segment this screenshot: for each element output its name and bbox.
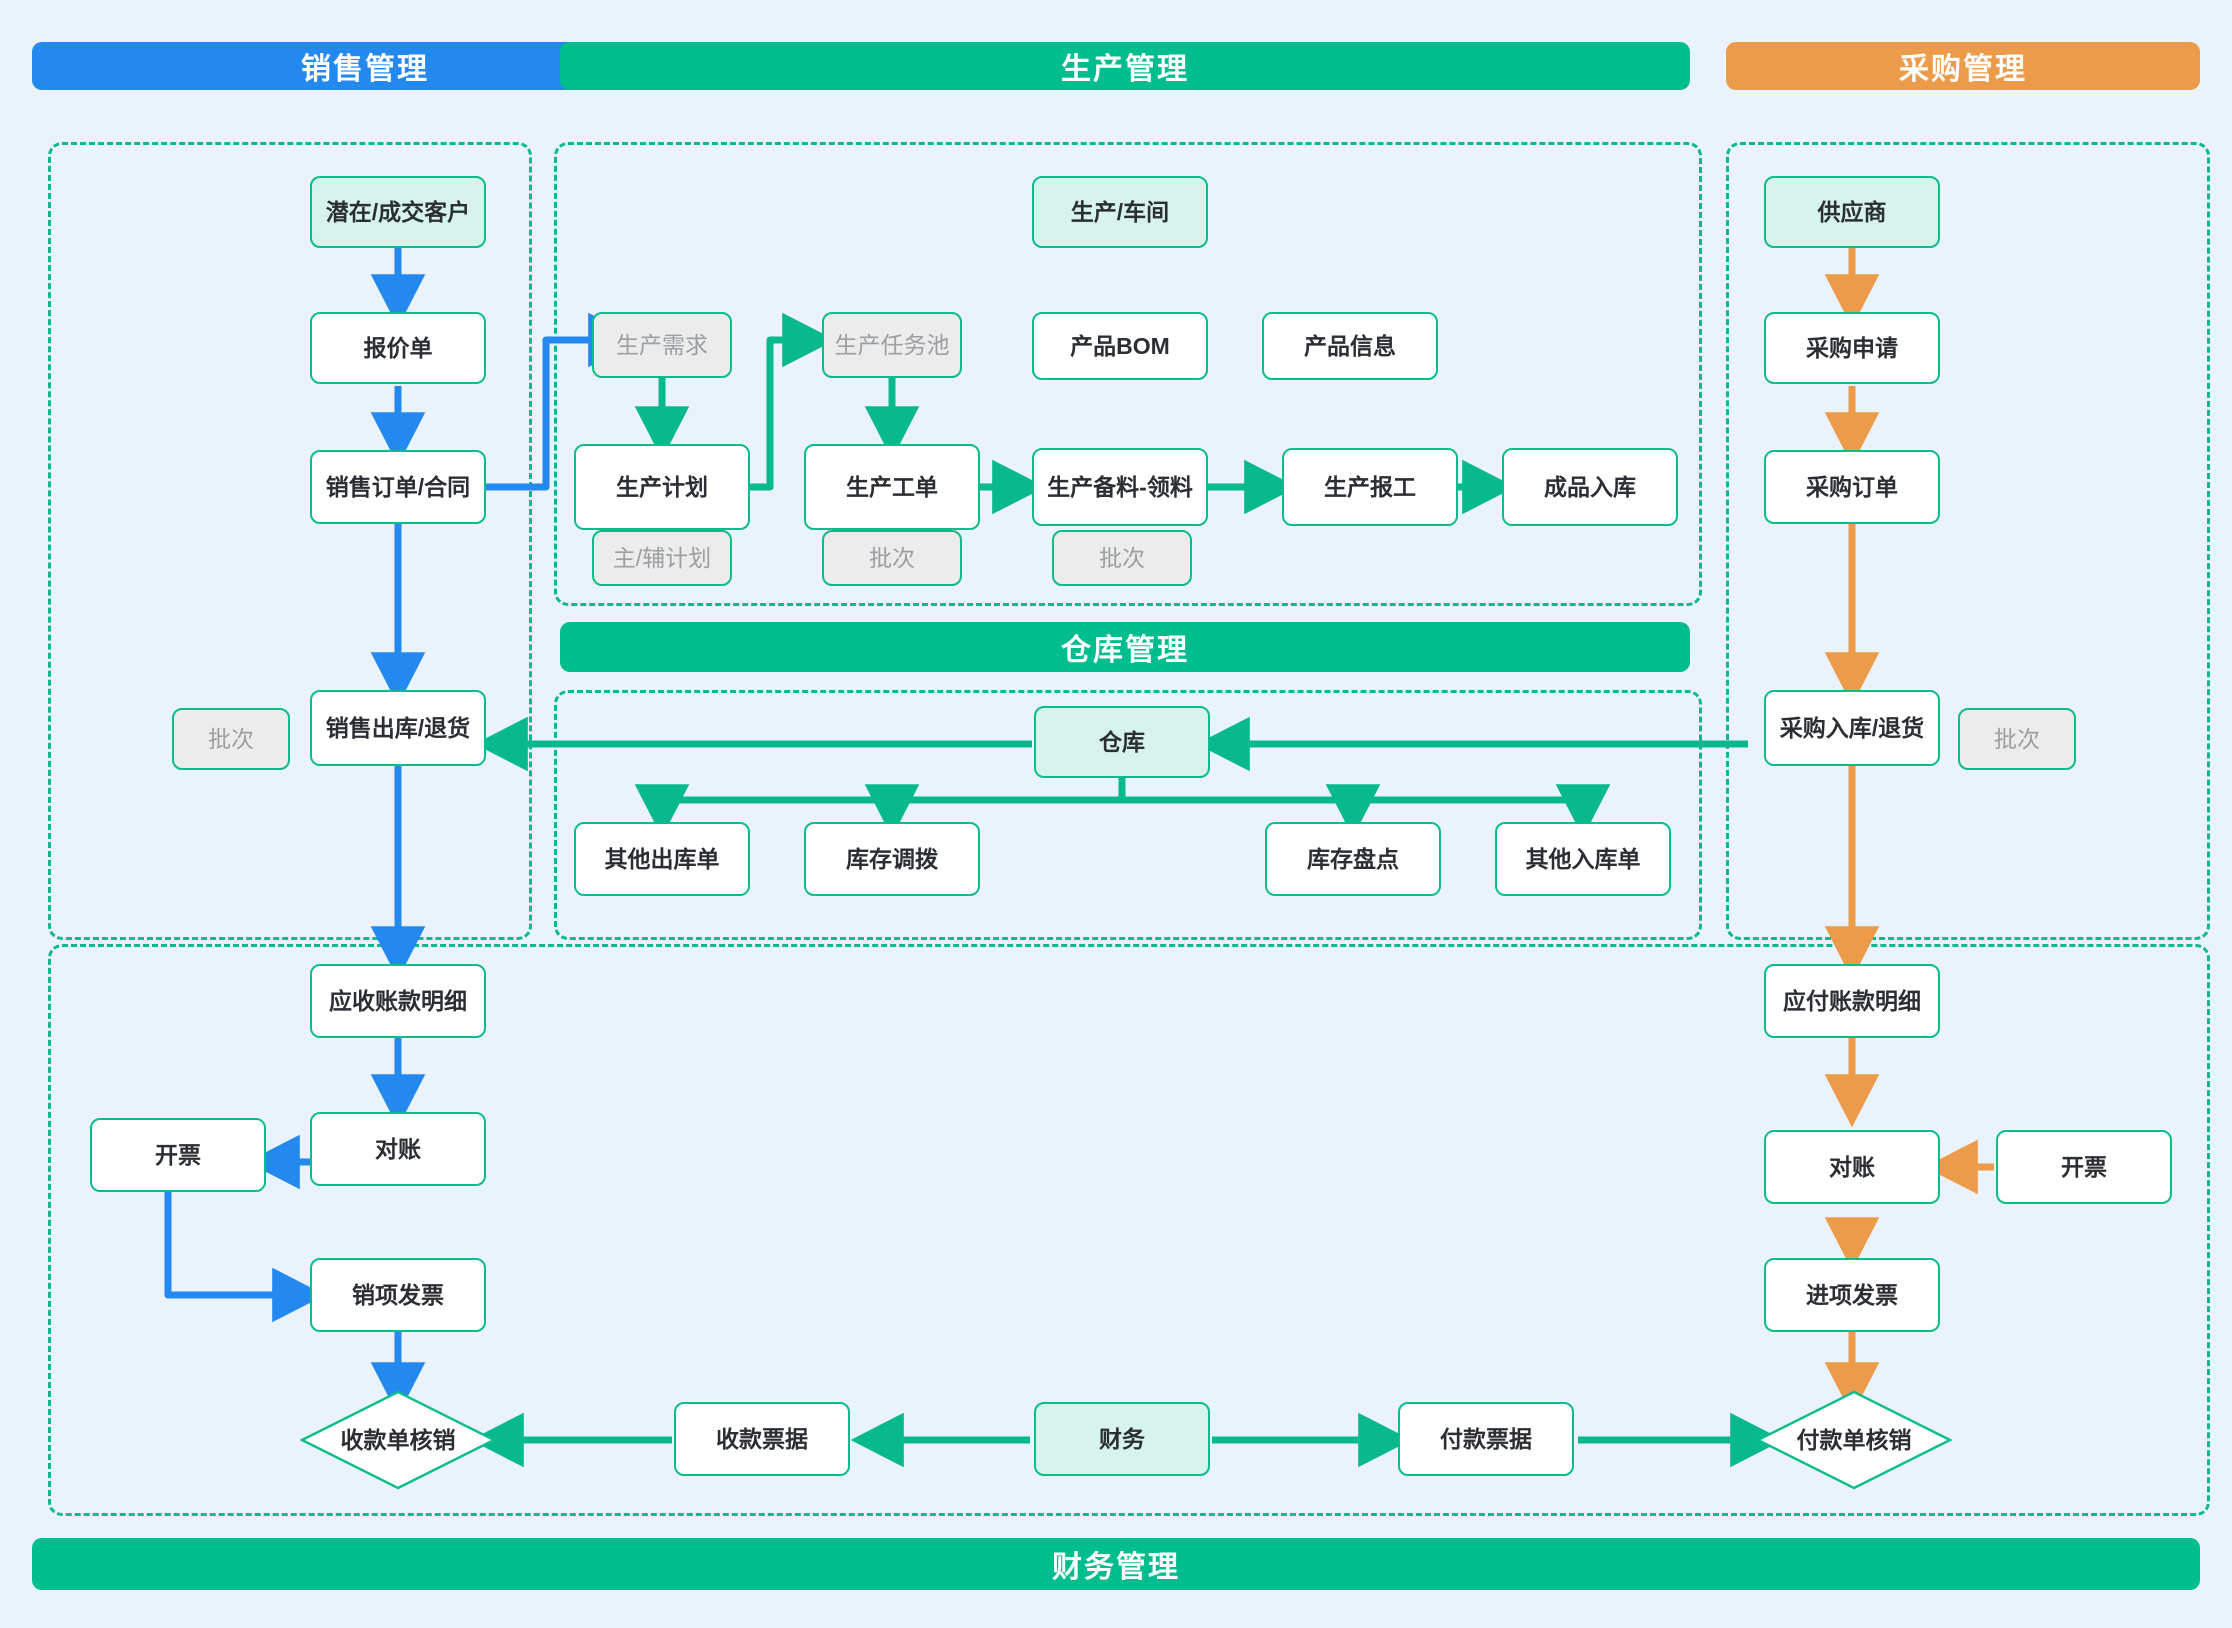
node-product-info[interactable]: 产品信息 — [1262, 312, 1438, 380]
node-inventory-stocktake[interactable]: 库存盘点 — [1265, 822, 1441, 896]
diamond-outline-payment — [1756, 1390, 1952, 1490]
diamond-outline-receipt — [300, 1390, 496, 1490]
node-other-inbound-order[interactable]: 其他入库单 — [1495, 822, 1671, 896]
node-sales-order-contract[interactable]: 销售订单/合同 — [310, 450, 486, 524]
node-production-workshop[interactable]: 生产/车间 — [1032, 176, 1208, 248]
node-purchase-order[interactable]: 采购订单 — [1764, 450, 1940, 524]
banner-production-management: 生产管理 — [560, 42, 1690, 90]
group-frame-warehouse — [554, 690, 1702, 940]
node-work-order-batch-tag[interactable]: 批次 — [822, 530, 962, 586]
node-ap-invoicing[interactable]: 开票 — [1996, 1130, 2172, 1204]
node-sales-outbound-return[interactable]: 销售出库/退货 — [310, 690, 486, 766]
node-payment-note[interactable]: 付款票据 — [1398, 1402, 1574, 1476]
node-output-invoice[interactable]: 销项发票 — [310, 1258, 486, 1332]
group-frame-finance — [48, 944, 2210, 1516]
node-production-report[interactable]: 生产报工 — [1282, 448, 1458, 526]
node-purchase-inbound-return[interactable]: 采购入库/退货 — [1764, 690, 1940, 766]
node-production-prepare-pick[interactable]: 生产备料-领料 — [1032, 448, 1208, 526]
node-production-plan[interactable]: 生产计划 — [574, 444, 750, 530]
node-sales-batch-tag[interactable]: 批次 — [172, 708, 290, 770]
node-production-work-order[interactable]: 生产工单 — [804, 444, 980, 530]
node-warehouse[interactable]: 仓库 — [1034, 706, 1210, 778]
node-quotation[interactable]: 报价单 — [310, 312, 486, 384]
node-potential-closed-customer[interactable]: 潜在/成交客户 — [310, 176, 486, 248]
node-finance-hub[interactable]: 财务 — [1034, 1402, 1210, 1476]
node-ar-invoicing[interactable]: 开票 — [90, 1118, 266, 1192]
node-other-outbound-order[interactable]: 其他出库单 — [574, 822, 750, 896]
banner-finance-management: 财务管理 — [32, 1538, 2200, 1590]
node-receipt-writeoff[interactable]: 收款单核销 — [300, 1390, 496, 1490]
node-payment-writeoff-label: 付款单核销 — [1796, 1426, 1912, 1453]
node-purchase-requisition[interactable]: 采购申请 — [1764, 312, 1940, 384]
node-ar-detail[interactable]: 应收账款明细 — [310, 964, 486, 1038]
node-production-demand[interactable]: 生产需求 — [592, 312, 732, 378]
node-receipt-writeoff-label: 收款单核销 — [340, 1426, 456, 1453]
node-main-sub-plan-tag[interactable]: 主/辅计划 — [592, 530, 732, 586]
node-input-invoice[interactable]: 进项发票 — [1764, 1258, 1940, 1332]
node-receipt-note[interactable]: 收款票据 — [674, 1402, 850, 1476]
node-inventory-transfer[interactable]: 库存调拨 — [804, 822, 980, 896]
node-ap-reconciliation[interactable]: 对账 — [1764, 1130, 1940, 1204]
banner-warehouse-management: 仓库管理 — [560, 622, 1690, 672]
node-payment-writeoff[interactable]: 付款单核销 — [1756, 1390, 1952, 1490]
node-purchase-batch-tag[interactable]: 批次 — [1958, 708, 2076, 770]
node-supplier[interactable]: 供应商 — [1764, 176, 1940, 248]
group-frame-sales — [48, 142, 532, 940]
group-frame-purchase — [1726, 142, 2210, 940]
node-finished-goods-inbound[interactable]: 成品入库 — [1502, 448, 1678, 526]
node-ar-reconciliation[interactable]: 对账 — [310, 1112, 486, 1186]
node-prepare-batch-tag[interactable]: 批次 — [1052, 530, 1192, 586]
node-ap-detail[interactable]: 应付账款明细 — [1764, 964, 1940, 1038]
banner-purchase-management: 采购管理 — [1726, 42, 2200, 90]
node-production-task-pool[interactable]: 生产任务池 — [822, 312, 962, 378]
node-product-bom[interactable]: 产品BOM — [1032, 312, 1208, 380]
